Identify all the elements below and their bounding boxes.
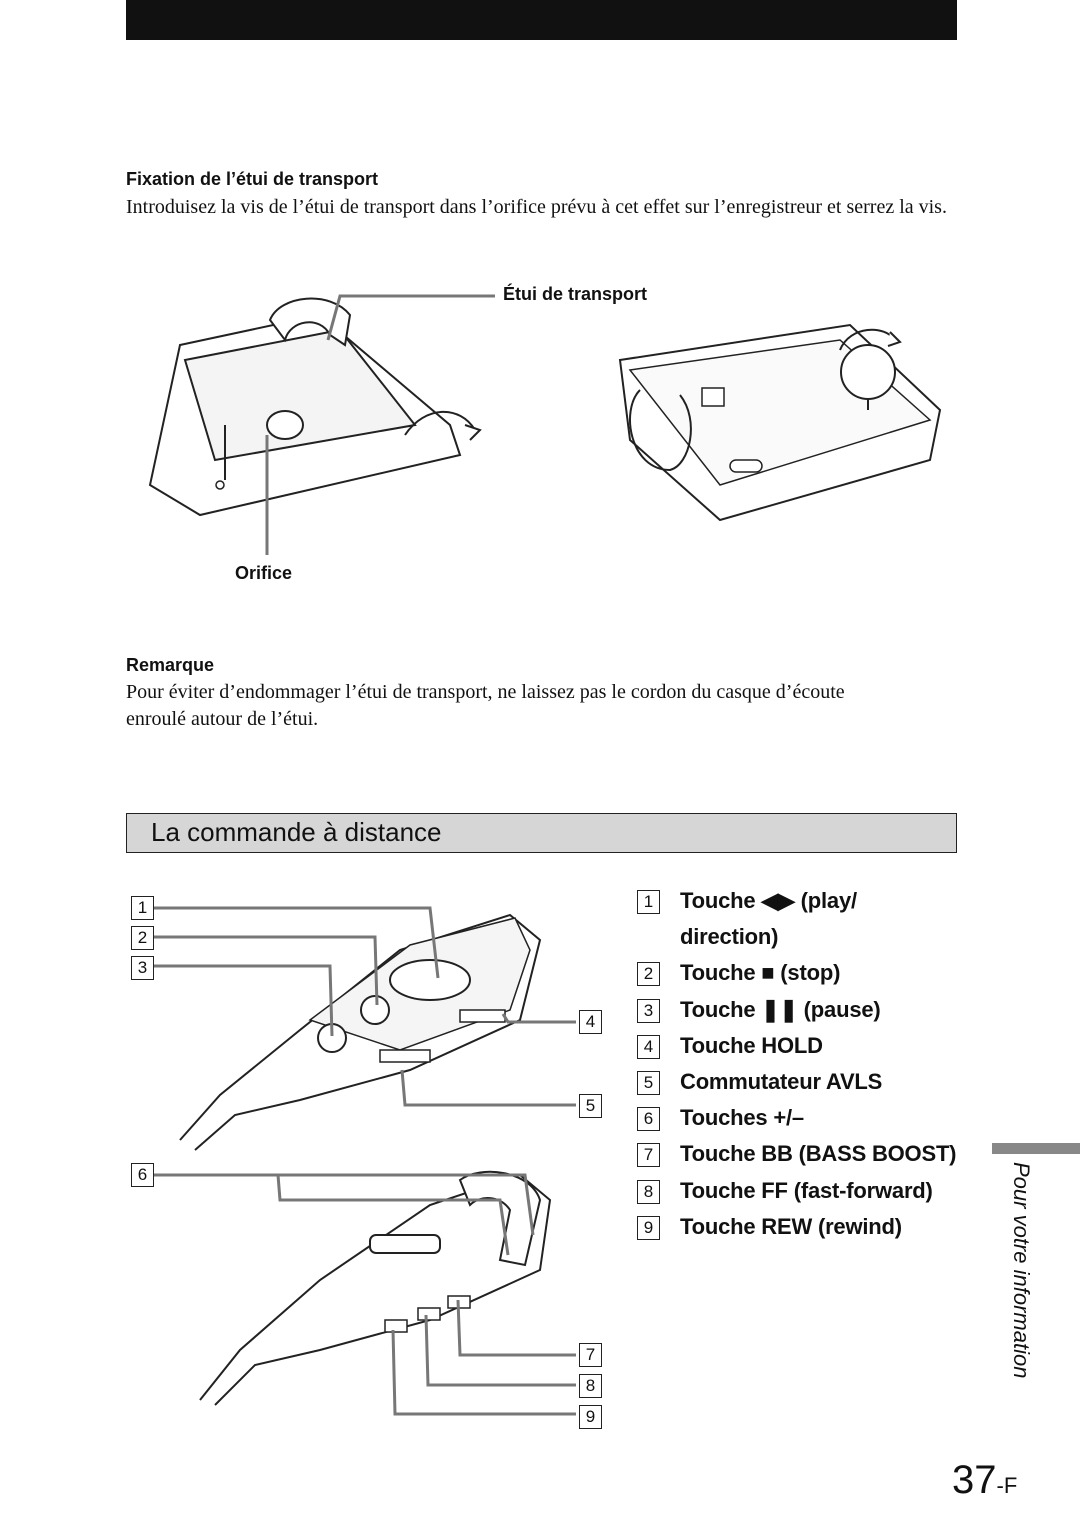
callout-box-6: 6 <box>131 1163 154 1187</box>
list-item-number: 4 <box>637 1035 660 1059</box>
section-heading: Fixation de l’étui de transport <box>126 169 379 189</box>
list-item-label: Touche ■ (stop) <box>680 960 841 985</box>
remote-control-top-illustration <box>179 913 542 1151</box>
list-item-label: Touches +/– <box>680 1105 804 1130</box>
hole-label: Orifice <box>235 563 293 583</box>
case-leader-line <box>326 294 495 341</box>
list-item-number: 2 <box>637 962 660 986</box>
callout-box-7: 7 <box>579 1343 602 1367</box>
section-title-box: La commande à distance <box>126 813 957 853</box>
hole-leader-line <box>265 435 269 555</box>
note-body: Pour éviter d’endommager l’étui de trans… <box>126 681 845 730</box>
carrying-case-illustration-right <box>618 323 942 522</box>
side-tab-label: Pour votre information <box>1009 1162 1034 1379</box>
callout-box-3: 3 <box>131 956 154 980</box>
callout-box-5: 5 <box>579 1094 602 1118</box>
list-item-label: Touche HOLD <box>680 1033 823 1058</box>
callout-box-4: 4 <box>579 1010 602 1034</box>
page-number-value: 37 <box>952 1458 997 1502</box>
section-title: La commande à distance <box>151 817 442 847</box>
side-tab-marker <box>992 1143 1080 1154</box>
list-item-label: direction) <box>680 924 779 949</box>
list-item-label: Touche BB (BASS BOOST) <box>680 1141 957 1166</box>
page-number: 37-F <box>952 1458 1017 1503</box>
callout-box-9: 9 <box>579 1405 602 1429</box>
list-item-label: Touche ◀▶ (play/ <box>680 888 857 913</box>
section-body: Introduisez la vis de l’étui de transpor… <box>126 196 947 218</box>
list-item-number: 3 <box>637 999 660 1023</box>
list-item-number: 1 <box>637 890 660 914</box>
list-item-number: 6 <box>637 1107 660 1131</box>
list-item-number: 8 <box>637 1180 660 1204</box>
page-number-suffix: -F <box>996 1473 1018 1498</box>
callout-box-2: 2 <box>131 926 154 950</box>
case-label: Étui de transport <box>503 284 648 304</box>
list-item-label: Touche REW (rewind) <box>680 1214 902 1239</box>
callout-box-8: 8 <box>579 1374 602 1398</box>
list-item-number: 7 <box>637 1143 660 1167</box>
callout-box-1: 1 <box>131 896 154 920</box>
list-item-number: 9 <box>637 1216 660 1240</box>
list-item-label: Commutateur AVLS <box>680 1069 883 1094</box>
header-bar <box>126 0 957 40</box>
list-item-number: 5 <box>637 1071 660 1095</box>
note-heading: Remarque <box>126 655 215 675</box>
list-item-label: Touche FF (fast-forward) <box>680 1178 933 1203</box>
remote-control-bottom-illustration <box>199 1170 552 1406</box>
list-item-label: Touche ❚❚ (pause) <box>680 997 881 1022</box>
